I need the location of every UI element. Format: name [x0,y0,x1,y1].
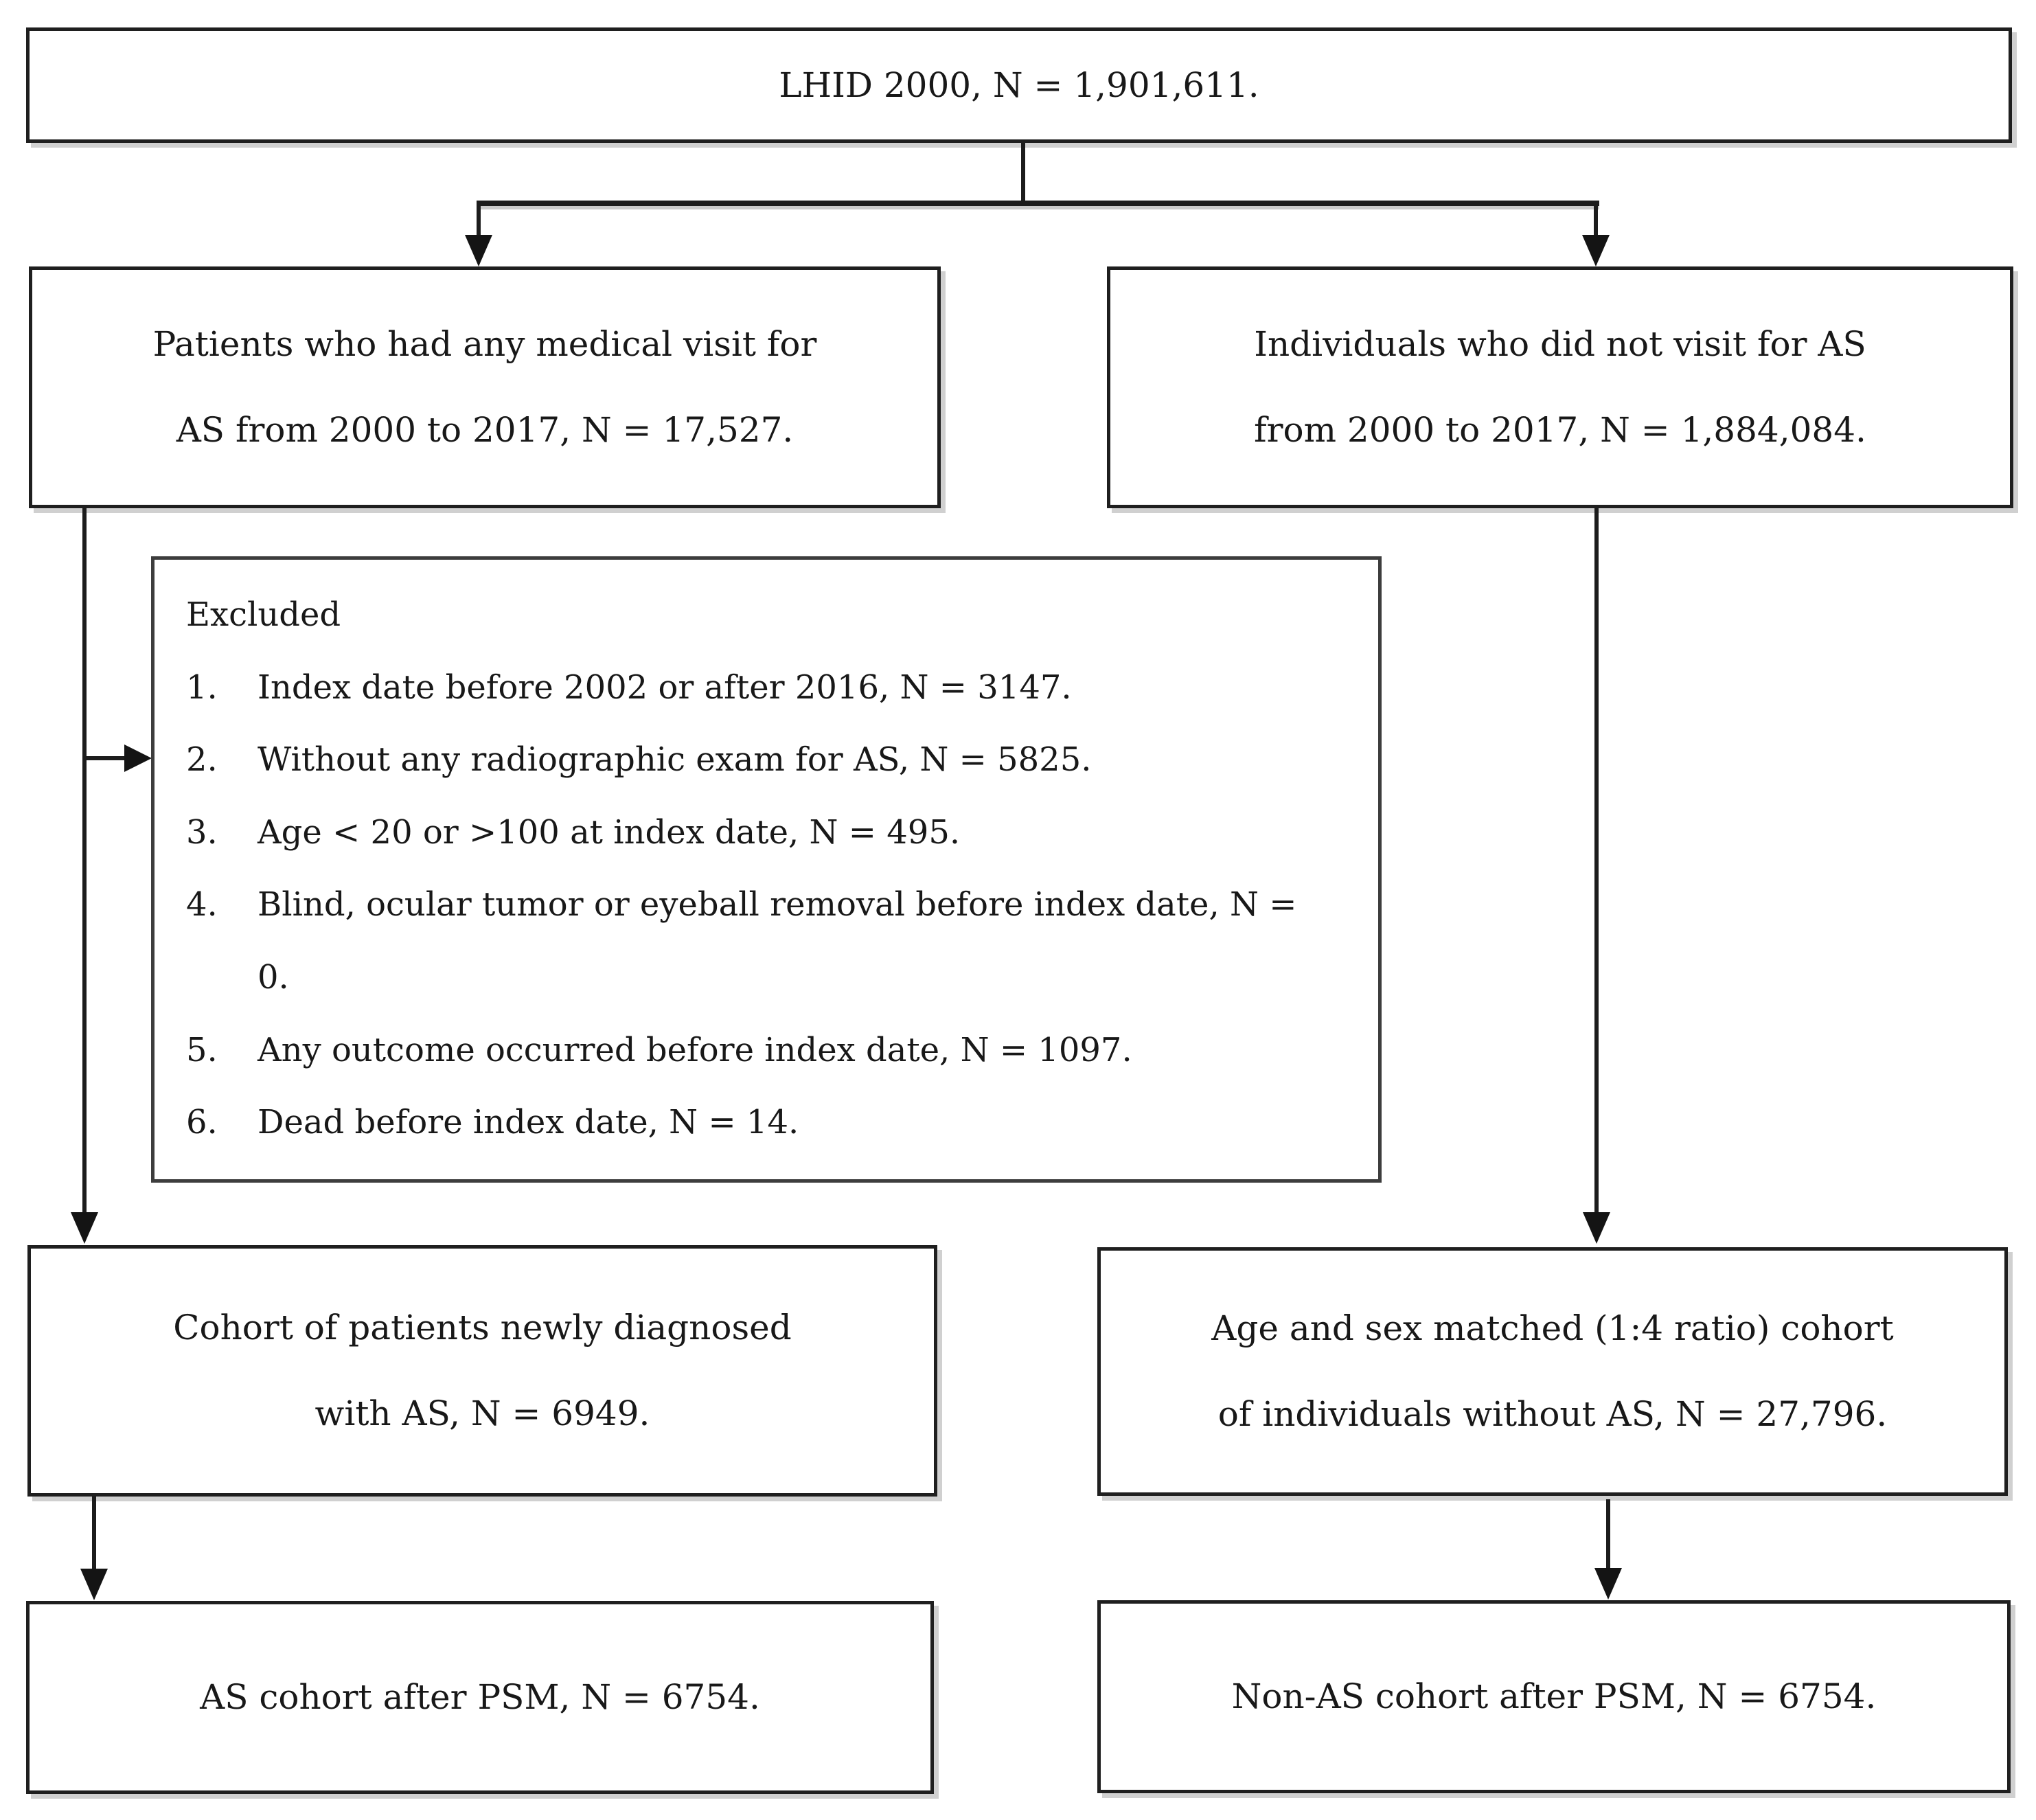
connector-non-as-psm-vertical [1606,1499,1610,1568]
box-non-as-individuals: Individuals who did not visit for AS fro… [1107,266,2013,508]
box-as-visit-line2: AS from 2000 to 2017, N = 17,527. [176,410,794,450]
excluded-item-4: 4. Blind, ocular tumor or eyeball remova… [186,869,1323,1014]
box-as-visit-line1: Patients who had any medical visit for [152,324,817,364]
excluded-item-1-number: 1. [186,668,218,707]
excluded-item-6-text: Dead before index date, N = 14. [258,1103,799,1142]
arrowhead-down-matched-cohort-icon [1583,1212,1610,1244]
connector-source-stem [1021,143,1025,203]
box-non-as-line2: from 2000 to 2017, N = 1,884,084. [1254,410,1866,450]
box-matched-cohort-line1: Age and sex matched (1:4 ratio) cohort [1211,1308,1894,1348]
arrowhead-down-left-top-icon [465,235,492,266]
box-non-as-line1: Individuals who did not visit for AS [1254,324,1866,364]
arrowhead-down-as-cohort-icon [71,1212,98,1244]
connector-left-exit-vertical [82,508,87,1212]
connector-left-drop [477,201,481,238]
excluded-item-3-text: Age < 20 or >100 at index date, N = 495. [258,812,961,852]
connector-excluded-horizontal [84,756,126,760]
excluded-item-2-text: Without any radiographic exam for AS, N … [258,740,1092,780]
connector-branch-horizontal [479,201,1599,206]
connector-right-drop [1594,201,1598,238]
box-as-cohort-line2: with AS, N = 6949. [314,1394,650,1433]
excluded-item-5: 5. Any outcome occurred before index dat… [186,1014,1323,1087]
box-lhid-source: LHID 2000, N = 1,901,611. [26,27,2012,143]
excluded-item-1-text: Index date before 2002 or after 2016, N … [258,668,1072,707]
excluded-title: Excluded [186,595,341,634]
connector-as-psm-vertical [92,1497,96,1569]
excluded-item-2-number: 2. [186,740,218,780]
excluded-item-4-number: 4. [186,885,218,924]
excluded-item-5-number: 5. [186,1030,218,1069]
arrowhead-down-as-psm-icon [80,1569,108,1600]
box-as-cohort-line1: Cohort of patients newly diagnosed [173,1308,792,1347]
box-non-as-psm-text: Non-AS cohort after PSM, N = 6754. [1231,1676,1877,1716]
excluded-item-5-text: Any outcome occurred before index date, … [258,1030,1132,1069]
arrowhead-down-non-as-psm-icon [1594,1568,1622,1600]
box-as-visit-patients: Patients who had any medical visit for A… [29,266,941,508]
excluded-item-6-number: 6. [186,1103,218,1142]
excluded-item-4-text: Blind, ocular tumor or eyeball removal b… [258,885,1297,997]
box-as-psm-text: AS cohort after PSM, N = 6754. [200,1677,760,1717]
excluded-item-3-number: 3. [186,812,218,852]
excluded-item-3: 3. Age < 20 or >100 at index date, N = 4… [186,797,1323,869]
box-as-cohort: Cohort of patients newly diagnosed with … [27,1245,937,1497]
box-excluded-criteria: Excluded 1. Index date before 2002 or af… [151,556,1382,1183]
arrowhead-down-right-top-icon [1582,235,1610,266]
box-matched-cohort: Age and sex matched (1:4 ratio) cohort o… [1097,1247,2008,1496]
excluded-item-2: 2. Without any radiographic exam for AS,… [186,724,1323,797]
box-non-as-psm: Non-AS cohort after PSM, N = 6754. [1097,1600,2011,1793]
box-lhid-source-text: LHID 2000, N = 1,901,611. [779,65,1259,105]
excluded-item-6: 6. Dead before index date, N = 14. [186,1087,1323,1159]
box-matched-cohort-line2: of individuals without AS, N = 27,796. [1217,1394,1888,1434]
excluded-item-1: 1. Index date before 2002 or after 2016,… [186,652,1323,725]
arrowhead-right-excluded-icon [124,744,152,772]
box-as-psm: AS cohort after PSM, N = 6754. [26,1601,934,1794]
connector-right-exit-vertical [1594,508,1599,1212]
